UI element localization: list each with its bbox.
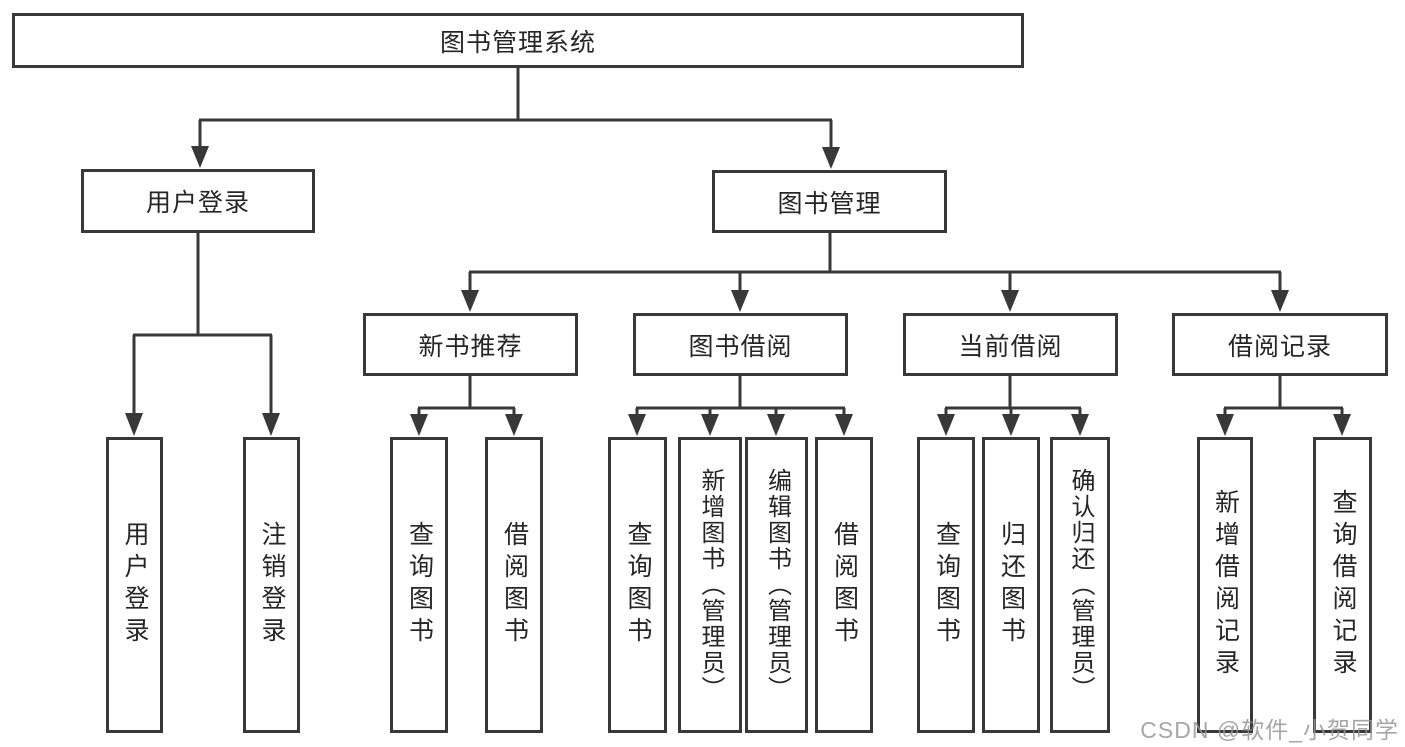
watermark: CSDN @软件_小贺同学 <box>1140 717 1399 743</box>
leaf-query-books-recommend: 查询图书 <box>390 437 448 733</box>
leaf-borrow-books-recommend: 借阅图书 <box>485 437 543 733</box>
node-user-login-group: 用户登录 <box>81 169 315 233</box>
leaf-user-login: 用户登录 <box>106 437 163 733</box>
node-book-borrowing: 图书借阅 <box>633 313 848 376</box>
leaf-edit-book-admin: 编辑图书（管理员） <box>745 437 808 733</box>
leaf-confirm-return-admin: 确认归还（管理员） <box>1050 437 1110 733</box>
leaf-query-books-borrowing: 查询图书 <box>608 437 667 733</box>
leaf-add-borrow-record: 新增借阅记录 <box>1197 437 1253 733</box>
leaf-query-books-current: 查询图书 <box>917 437 975 733</box>
leaf-query-borrow-record: 查询借阅记录 <box>1313 437 1372 733</box>
leaf-return-books: 归还图书 <box>982 437 1040 733</box>
node-new-book-recommendation: 新书推荐 <box>363 313 578 376</box>
leaf-logout: 注销登录 <box>243 437 300 733</box>
leaf-borrow-books-borrowing: 借阅图书 <box>815 437 873 733</box>
node-library-management-system: 图书管理系统 <box>12 13 1024 68</box>
arrowheads <box>125 146 1351 436</box>
leaf-add-book-admin: 新增图书（管理员） <box>678 437 742 733</box>
node-book-management: 图书管理 <box>712 170 947 233</box>
node-current-borrowing: 当前借阅 <box>903 313 1118 376</box>
node-borrowing-records: 借阅记录 <box>1172 313 1388 376</box>
